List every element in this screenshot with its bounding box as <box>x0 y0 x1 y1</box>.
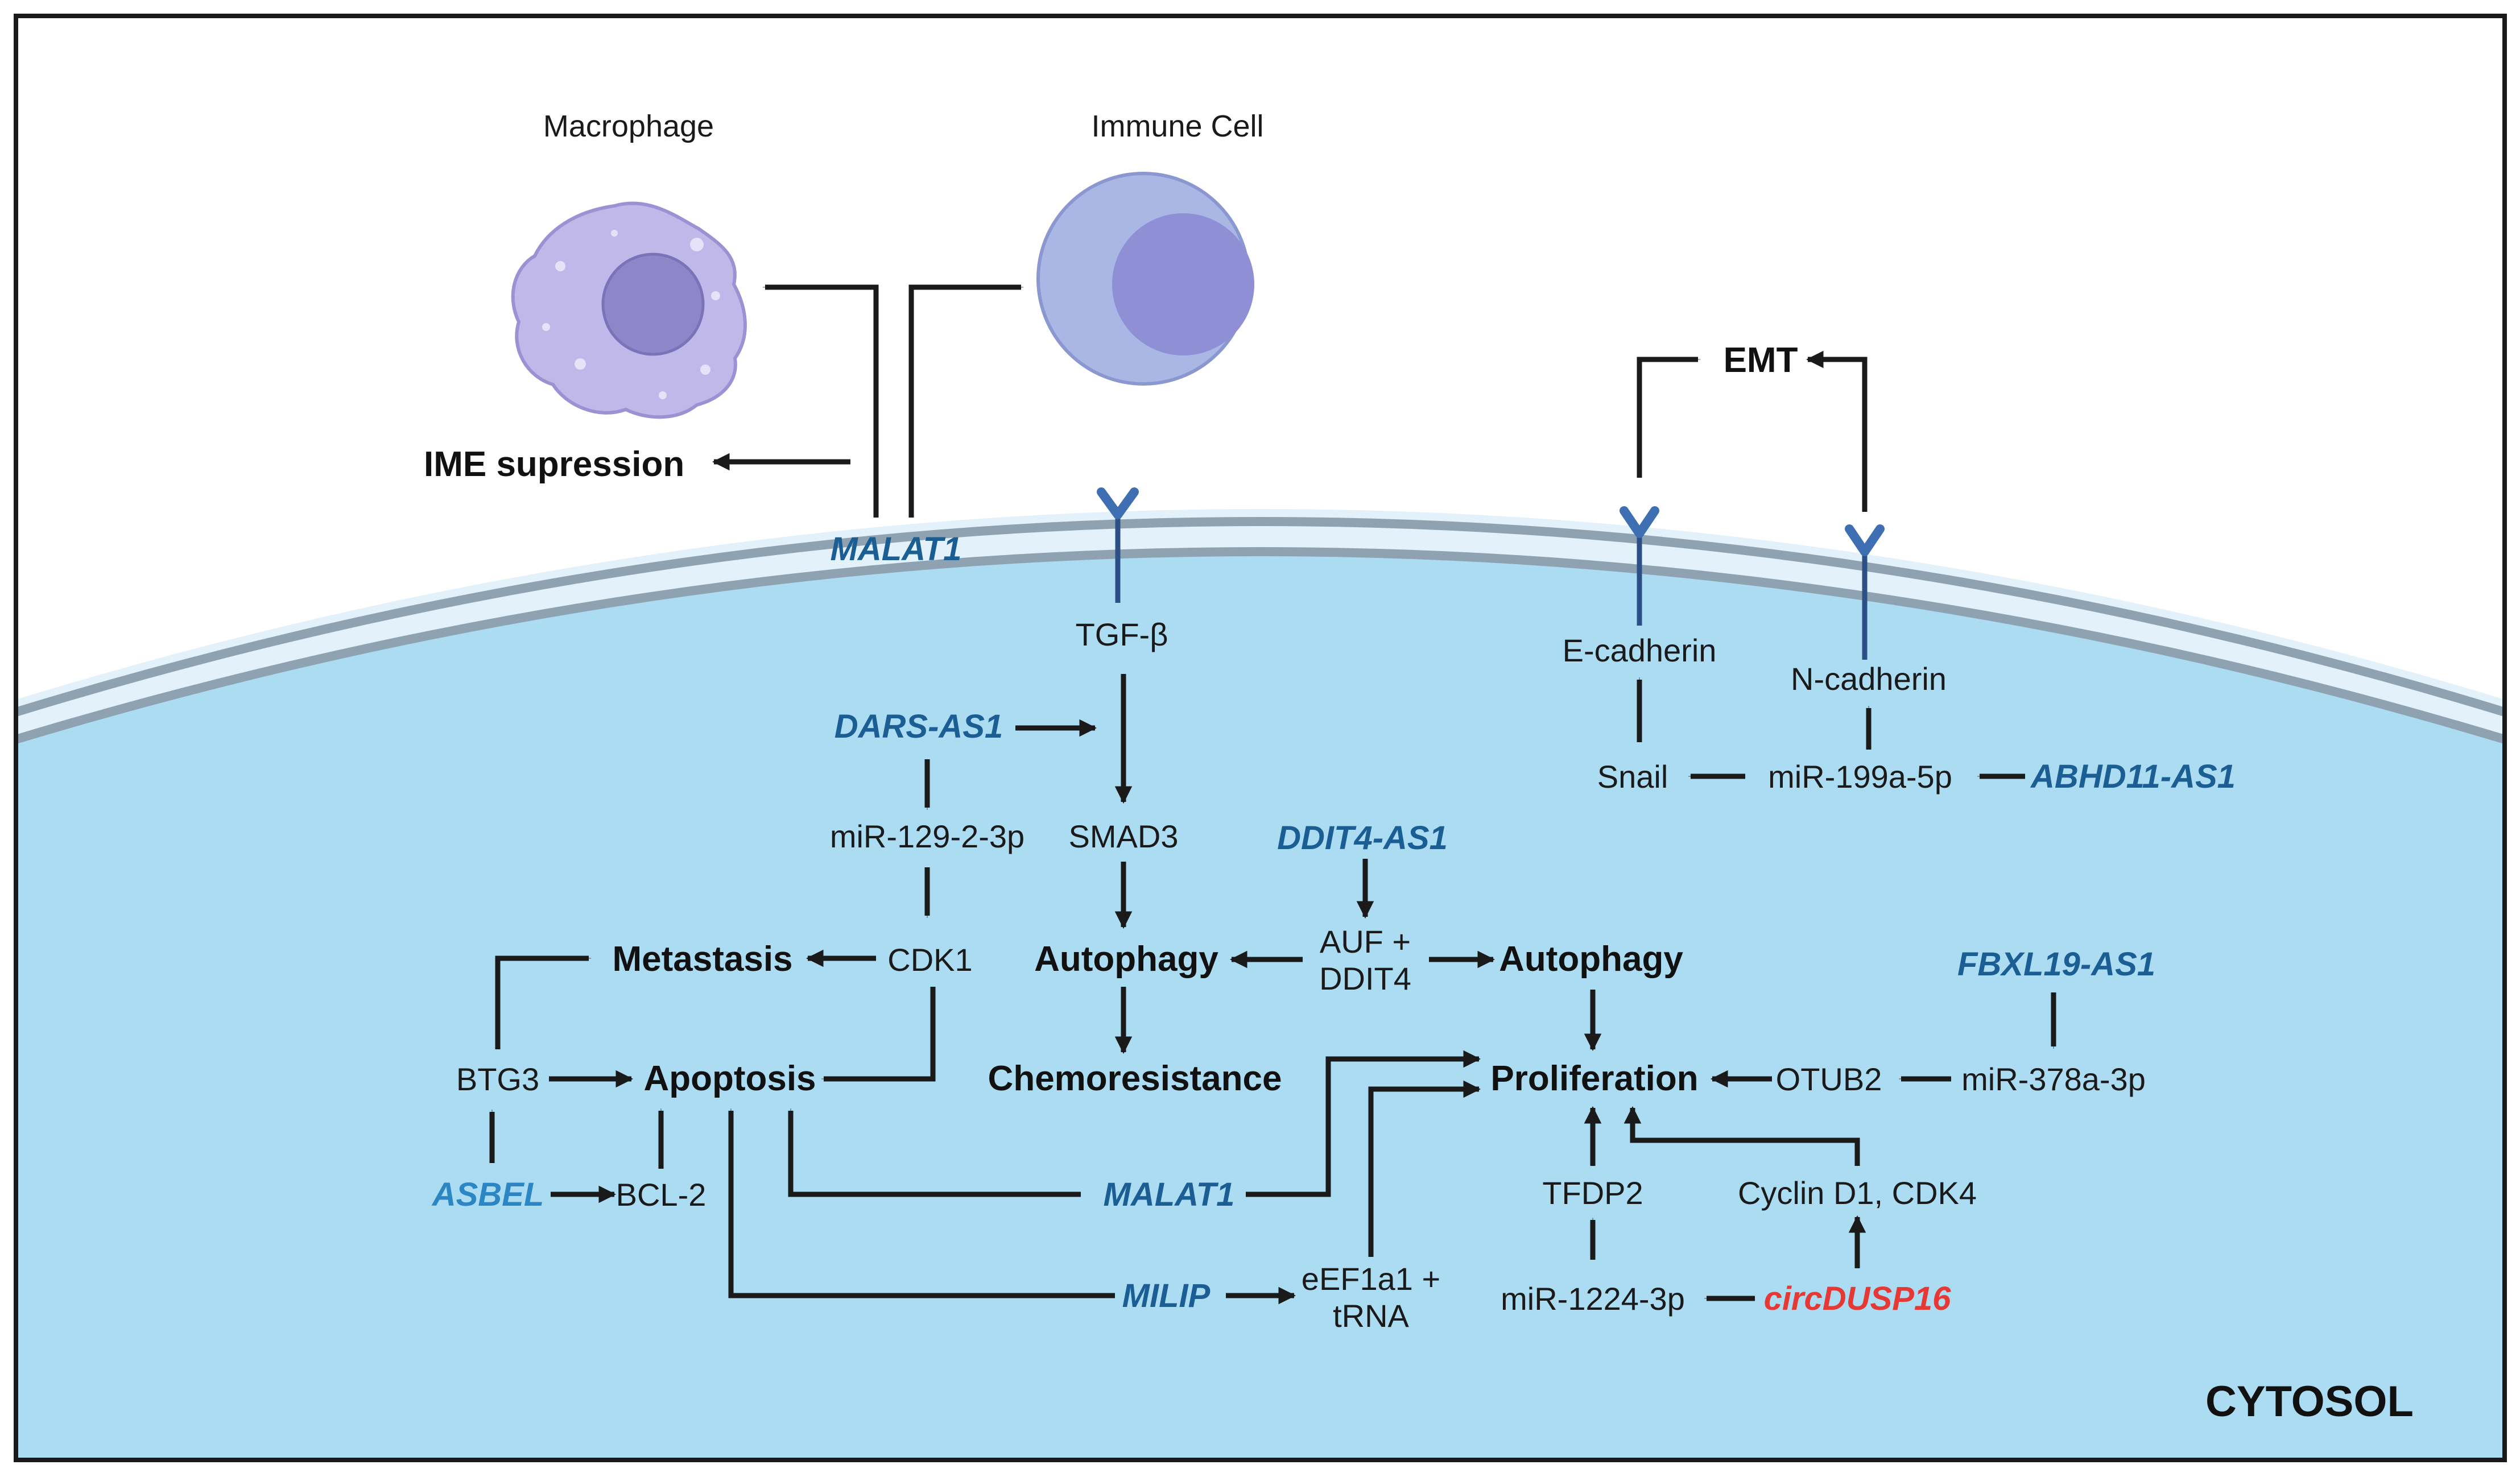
outcome-chemoresistance: Chemoresistance <box>988 1059 1282 1098</box>
outcome-proliferation: Proliferation <box>1490 1059 1698 1098</box>
ncrna-circdusp16: circDUSP16 <box>1764 1280 1952 1317</box>
factor-smad3: SMAD3 <box>1069 818 1179 854</box>
ncrna-milip: MILIP <box>1122 1277 1211 1314</box>
outcome-ime-suppression: IME supression <box>424 445 684 484</box>
factor-mir-129-2-3p: miR-129-2-3p <box>830 818 1024 854</box>
factor-mir-378a-3p: miR-378a-3p <box>1961 1061 2146 1097</box>
factor-tfdp2: TFDP2 <box>1542 1175 1643 1211</box>
ncrna-malat1-membrane: MALAT1 <box>831 531 962 568</box>
factor-eef1a1-line2: tRNA <box>1333 1298 1409 1334</box>
factor-eef1a1-line1: eEF1a1 + <box>1302 1261 1440 1297</box>
figure-frame <box>14 14 2507 1462</box>
outcome-apoptosis: Apoptosis <box>643 1059 816 1098</box>
edge-milip-inhibits-apoptosis <box>728 1108 1115 1298</box>
outcome-autophagy-right: Autophagy <box>1499 940 1683 979</box>
compartment-cytosol: CYTOSOL <box>2205 1377 2414 1426</box>
ncrna-asbel: ASBEL <box>431 1176 544 1213</box>
factor-n-cadherin: N-cadherin <box>1791 661 1947 697</box>
macrophage-cell-icon <box>511 201 747 419</box>
edge-n-cadherin-to-emt <box>1806 350 1868 512</box>
receptor-tgf-beta <box>1097 487 1139 603</box>
edge-eef1a1-to-proliferation <box>1368 1080 1481 1257</box>
factor-tgf-beta: TGF-β <box>1076 617 1168 652</box>
factor-cyclin-d1-cdk4: Cyclin D1, CDK4 <box>1738 1175 1977 1211</box>
pathway-edges <box>489 284 2056 1305</box>
factor-snail: Snail <box>1597 759 1668 795</box>
edge-malat1-inhibits-apoptosis <box>788 1108 1081 1197</box>
edge-cyclin-to-proliferation <box>1623 1106 1860 1166</box>
membrane-stripe-lower <box>14 547 2506 744</box>
immune-cell-label: Immune Cell <box>1091 109 1263 143</box>
factor-bcl-2: BCL-2 <box>616 1177 707 1213</box>
ncrna-dars-as1: DARS-AS1 <box>835 708 1003 745</box>
ncrna-abhd11-as1: ABHD11-AS1 <box>2030 758 2236 795</box>
factor-auf-ddit4-line2: DDIT4 <box>1319 961 1411 996</box>
cell-compartment <box>14 509 2506 1460</box>
edge-e-cadherin-inhibits-emt <box>1637 357 1700 478</box>
edge-cdk1-inhibits-apoptosis <box>821 987 936 1082</box>
factor-btg3: BTG3 <box>456 1061 539 1097</box>
receptor-e-cadherin <box>1620 506 1659 626</box>
factor-mir-1224-3p: miR-1224-3p <box>1501 1281 1685 1317</box>
factor-mir-199a-5p: miR-199a-5p <box>1768 759 1952 795</box>
immune-cell-icon <box>1036 172 1254 386</box>
outcome-emt: EMT <box>1724 341 1798 380</box>
membrane-stripe-upper <box>14 517 2506 717</box>
edge-malat1-inhibits-macrophage <box>763 284 879 518</box>
factor-otub2: OTUB2 <box>1776 1061 1882 1097</box>
factor-e-cadherin: E-cadherin <box>1563 632 1717 668</box>
outcome-metastasis: Metastasis <box>612 940 792 979</box>
edge-malat1-to-proliferation <box>1246 1050 1481 1197</box>
ncrna-ddit4-as1: DDIT4-AS1 <box>1277 820 1448 857</box>
cytosol-region <box>16 552 2505 1460</box>
factor-cdk1: CDK1 <box>887 942 972 978</box>
receptor-n-cadherin <box>1845 524 1885 660</box>
ncrna-malat1-cytosol: MALAT1 <box>1104 1176 1235 1213</box>
ncrna-fbxl19-as1: FBXL19-AS1 <box>1957 946 2155 983</box>
edge-btg3-inhibits-metastasis <box>495 955 591 1049</box>
edge-malat1-inhibits-immune-cell <box>908 284 1023 518</box>
outcome-autophagy-left: Autophagy <box>1034 940 1218 979</box>
macrophage-label: Macrophage <box>543 109 714 143</box>
factor-auf-ddit4-line1: AUF + <box>1320 924 1411 959</box>
